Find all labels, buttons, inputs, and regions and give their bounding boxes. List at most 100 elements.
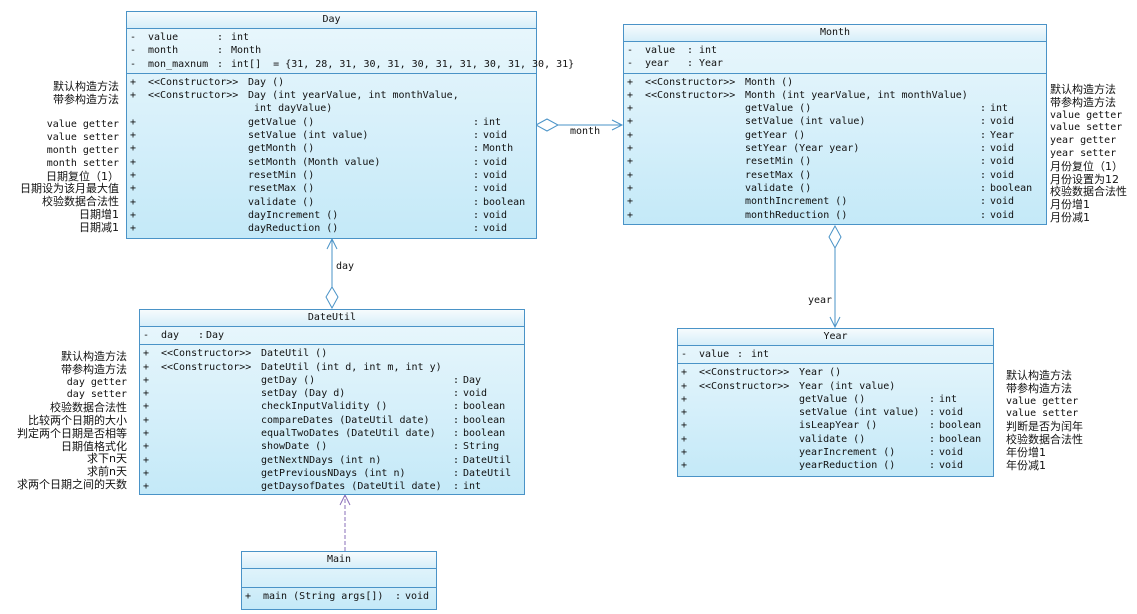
arrowhead-day bbox=[326, 237, 338, 250]
attribute-row[interactable]: -year:Year bbox=[627, 57, 1046, 70]
method-row[interactable]: +getYear ():Year bbox=[627, 129, 1046, 142]
method-row[interactable]: +equalTwoDates (DateUtil date):boolean bbox=[143, 427, 524, 440]
return-type: boolean bbox=[939, 433, 982, 445]
class-month[interactable]: Month -value:int-year:Year +<<Constructo… bbox=[623, 24, 1047, 225]
note-text: day getter bbox=[66, 376, 127, 388]
method-signature: setDay (Day d) bbox=[261, 388, 346, 400]
return-type: void bbox=[990, 196, 1015, 208]
method-row[interactable]: +getValue ():int bbox=[130, 116, 536, 129]
method-row[interactable]: +<<Constructor>>Month () bbox=[627, 76, 1046, 89]
method-row[interactable]: +setValue (int value):void bbox=[681, 406, 993, 419]
method-signature: monthIncrement () bbox=[745, 196, 848, 208]
method-row[interactable]: +getNextNDays (int n):DateUtil bbox=[143, 454, 524, 467]
method-row[interactable]: +dayReduction ():void bbox=[130, 222, 536, 235]
method-row[interactable]: +validate ():boolean bbox=[627, 182, 1046, 195]
method-row[interactable]: +getDay ():Day bbox=[143, 374, 524, 387]
method-row[interactable]: +<<Constructor>>Day () bbox=[130, 76, 536, 89]
visibility-marker: + bbox=[130, 76, 137, 88]
method-row[interactable]: +getDaysofDates (DateUtil date):int bbox=[143, 480, 524, 493]
type-separator: : bbox=[198, 330, 205, 341]
note-text: 校验数据合法性 bbox=[1050, 185, 1127, 199]
class-dateutil[interactable]: DateUtil -day:Day +<<Constructor>>DateUt… bbox=[139, 309, 525, 495]
attribute-row[interactable]: -mon_maxnum:int[] = {31, 28, 31, 30, 31,… bbox=[130, 58, 574, 71]
method-row[interactable]: +resetMax ():void bbox=[627, 169, 1046, 182]
stereotype: <<Constructor>> bbox=[645, 76, 736, 88]
arrowhead-year bbox=[829, 316, 841, 329]
method-row[interactable]: +dayIncrement ():void bbox=[130, 209, 536, 222]
method-row[interactable]: +setDay (Day d):void bbox=[143, 387, 524, 400]
type-separator: : bbox=[473, 116, 480, 128]
method-row[interactable]: +yearReduction ():void bbox=[681, 459, 993, 472]
return-type: void bbox=[483, 209, 508, 221]
method-row[interactable]: +<<Constructor>>DateUtil (int d, int m, … bbox=[143, 361, 524, 374]
method-row[interactable]: +isLeapYear ():boolean bbox=[681, 419, 993, 432]
return-type: void bbox=[483, 183, 508, 195]
method-row[interactable]: +setMonth (Month value):void bbox=[130, 156, 536, 169]
class-year[interactable]: Year -value:int +<<Constructor>>Year ()+… bbox=[677, 328, 994, 477]
method-row[interactable]: +main (String args[]):void bbox=[245, 590, 436, 603]
method-row[interactable]: int dayValue) bbox=[130, 102, 536, 115]
note-text: 带参构造方法 bbox=[53, 92, 119, 106]
method-signature: Month (int yearValue, int monthValue) bbox=[745, 89, 968, 101]
visibility-marker: + bbox=[130, 143, 137, 155]
stereotype: <<Constructor>> bbox=[699, 367, 790, 379]
method-row[interactable]: +getPreviousNDays (int n):DateUtil bbox=[143, 467, 524, 480]
method-row[interactable]: +setValue (int value):void bbox=[627, 115, 1046, 128]
return-type: void bbox=[405, 591, 430, 602]
visibility-marker: + bbox=[130, 183, 137, 195]
method-row[interactable]: +checkInputValidity ():boolean bbox=[143, 400, 524, 413]
visibility-marker: - bbox=[130, 32, 137, 43]
note-text: 判断是否为闰年 bbox=[1006, 420, 1083, 434]
visibility-marker: + bbox=[627, 209, 634, 221]
method-row[interactable]: +resetMin ():void bbox=[130, 169, 536, 182]
type-separator: : bbox=[929, 447, 936, 459]
return-type: Year bbox=[990, 129, 1015, 141]
method-signature: isLeapYear () bbox=[799, 420, 878, 432]
method-row[interactable]: +getValue ():int bbox=[627, 102, 1046, 115]
method-row[interactable]: +getValue ():int bbox=[681, 393, 993, 406]
method-signature: setValue (int value) bbox=[799, 407, 920, 419]
method-row[interactable]: +<<Constructor>>Year (int value) bbox=[681, 380, 993, 393]
visibility-marker: + bbox=[627, 116, 634, 128]
class-main[interactable]: Main +main (String args[]):void bbox=[241, 551, 437, 610]
visibility-marker: - bbox=[681, 349, 688, 360]
method-row[interactable]: +setYear (Year year):void bbox=[627, 142, 1046, 155]
visibility-marker: + bbox=[143, 388, 150, 400]
method-row[interactable]: +resetMax ():void bbox=[130, 182, 536, 195]
method-row[interactable]: +compareDates (DateUtil date):boolean bbox=[143, 414, 524, 427]
note-text: 月份设置为12 bbox=[1050, 172, 1119, 186]
type-separator: : bbox=[473, 196, 480, 208]
note-text: value getter bbox=[1050, 109, 1123, 121]
visibility-marker: + bbox=[681, 367, 688, 379]
association-label-day: day bbox=[336, 261, 355, 272]
method-row[interactable]: +validate ():boolean bbox=[130, 196, 536, 209]
method-row[interactable]: +<<Constructor>>Month (int yearValue, in… bbox=[627, 89, 1046, 102]
method-row[interactable]: +<<Constructor>>Day (int yearValue, int … bbox=[130, 89, 536, 102]
class-day[interactable]: Day -value:int-month:Month-mon_maxnum:in… bbox=[126, 11, 574, 239]
attribute-row[interactable]: -value:int bbox=[681, 348, 993, 361]
visibility-marker: + bbox=[130, 130, 137, 142]
method-row[interactable]: +resetMin ():void bbox=[627, 155, 1046, 168]
attribute-row[interactable]: -value:int bbox=[627, 44, 1046, 57]
method-signature: resetMin () bbox=[745, 156, 812, 168]
method-signature: Day () bbox=[248, 76, 285, 88]
method-row[interactable]: +showDate ():String bbox=[143, 440, 524, 453]
attribute-row[interactable]: -value:int bbox=[130, 31, 536, 44]
methods-section: +<<Constructor>>Month ()+<<Constructor>>… bbox=[624, 74, 1046, 224]
method-signature: validate () bbox=[248, 196, 315, 208]
method-row[interactable]: +monthReduction ():void bbox=[627, 209, 1046, 222]
method-row[interactable]: +setValue (int value):void bbox=[130, 129, 536, 142]
stereotype: <<Constructor>> bbox=[148, 90, 239, 102]
method-row[interactable]: +<<Constructor>>DateUtil () bbox=[143, 347, 524, 360]
method-row[interactable]: +monthIncrement ():void bbox=[627, 195, 1046, 208]
note-text: 日期设为该月最大值 bbox=[20, 182, 119, 196]
method-row[interactable]: +validate ():boolean bbox=[681, 433, 993, 446]
method-row[interactable]: +<<Constructor>>Year () bbox=[681, 366, 993, 379]
attribute-row[interactable]: -month:Month bbox=[130, 44, 536, 57]
attribute-row[interactable]: -day:Day bbox=[143, 329, 524, 342]
visibility-marker: + bbox=[681, 407, 688, 419]
method-row[interactable]: +getMonth ():Month bbox=[130, 142, 536, 155]
return-type: void bbox=[990, 143, 1015, 155]
method-row[interactable]: +yearIncrement ():void bbox=[681, 446, 993, 459]
